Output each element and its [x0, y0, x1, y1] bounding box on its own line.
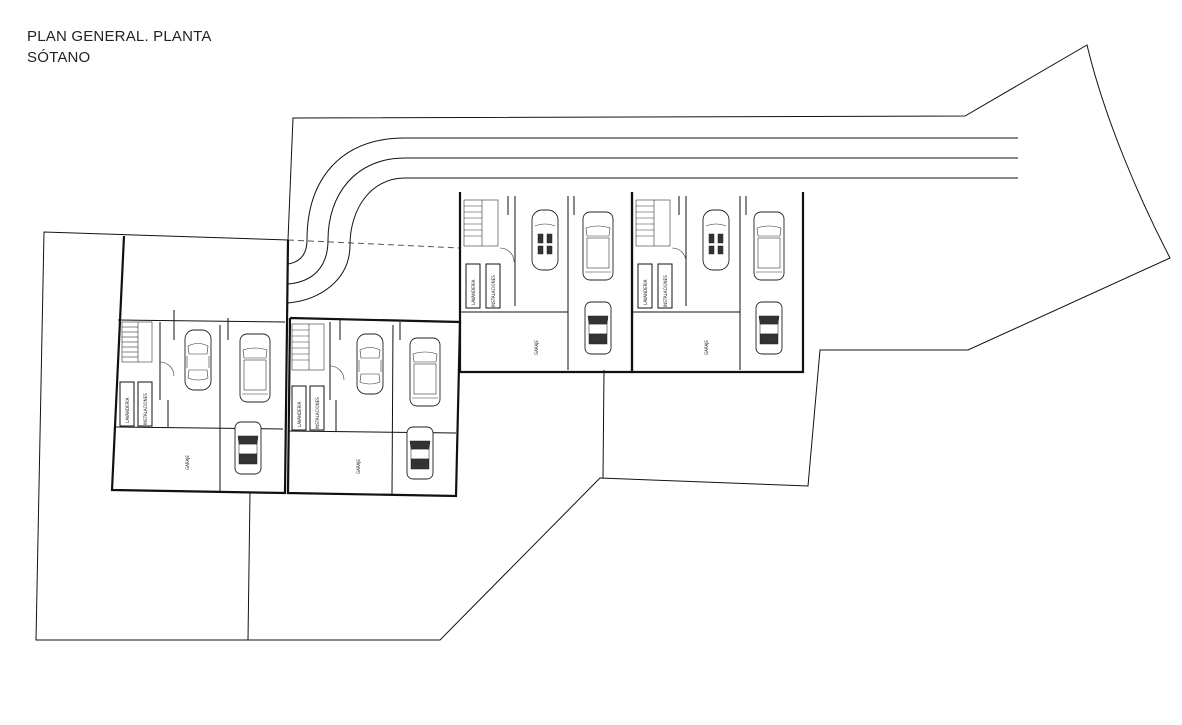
plan-title-line-2: SÓTANO — [27, 49, 91, 66]
room-garaje: GARAJE — [534, 340, 539, 355]
plan-title: PLAN GENERAL. PLANTA SÓTANO — [27, 26, 212, 68]
access-ramp — [287, 137, 1018, 304]
stair-2 — [291, 323, 325, 371]
car-icon — [184, 329, 212, 391]
room-garaje: GARAJE — [356, 459, 361, 474]
stair-3 — [463, 199, 499, 247]
room-garaje: GARAJE — [704, 340, 709, 355]
site-boundary — [35, 44, 1171, 641]
car-icon — [584, 301, 612, 355]
room-lavanderia: LAVANDERÍA — [297, 401, 302, 427]
stair-4 — [635, 199, 671, 247]
car-icon — [753, 211, 785, 281]
room-instalaciones: INSTALACIONES — [315, 397, 320, 429]
car-icon — [702, 209, 730, 271]
room-lavanderia: LAVANDERÍA — [471, 279, 476, 305]
room-instalaciones: INSTALACIONES — [663, 275, 668, 307]
room-garaje: GARAJE — [185, 455, 190, 470]
room-lavanderia: LAVANDERÍA — [125, 397, 130, 423]
car-icon — [409, 337, 441, 407]
room-lavanderia: LAVANDERÍA — [643, 279, 648, 305]
car-icon — [234, 421, 262, 475]
car-icon — [755, 301, 783, 355]
car-icon — [406, 426, 434, 480]
unit-1: LAVANDERÍA INSTALACIONES GARAJE — [110, 235, 290, 495]
plan-title-line-1: PLAN GENERAL. PLANTA — [27, 28, 212, 45]
stair-1 — [121, 321, 153, 363]
car-icon — [356, 333, 384, 395]
car-icon — [239, 333, 271, 403]
parked-cars — [184, 209, 785, 480]
room-instalaciones: INSTALACIONES — [491, 275, 496, 307]
car-icon — [531, 209, 559, 271]
car-icon — [582, 211, 614, 281]
unit-4: LAVANDERÍA INSTALACIONES GARAJE — [630, 192, 805, 374]
room-instalaciones: INSTALACIONES — [143, 393, 148, 425]
